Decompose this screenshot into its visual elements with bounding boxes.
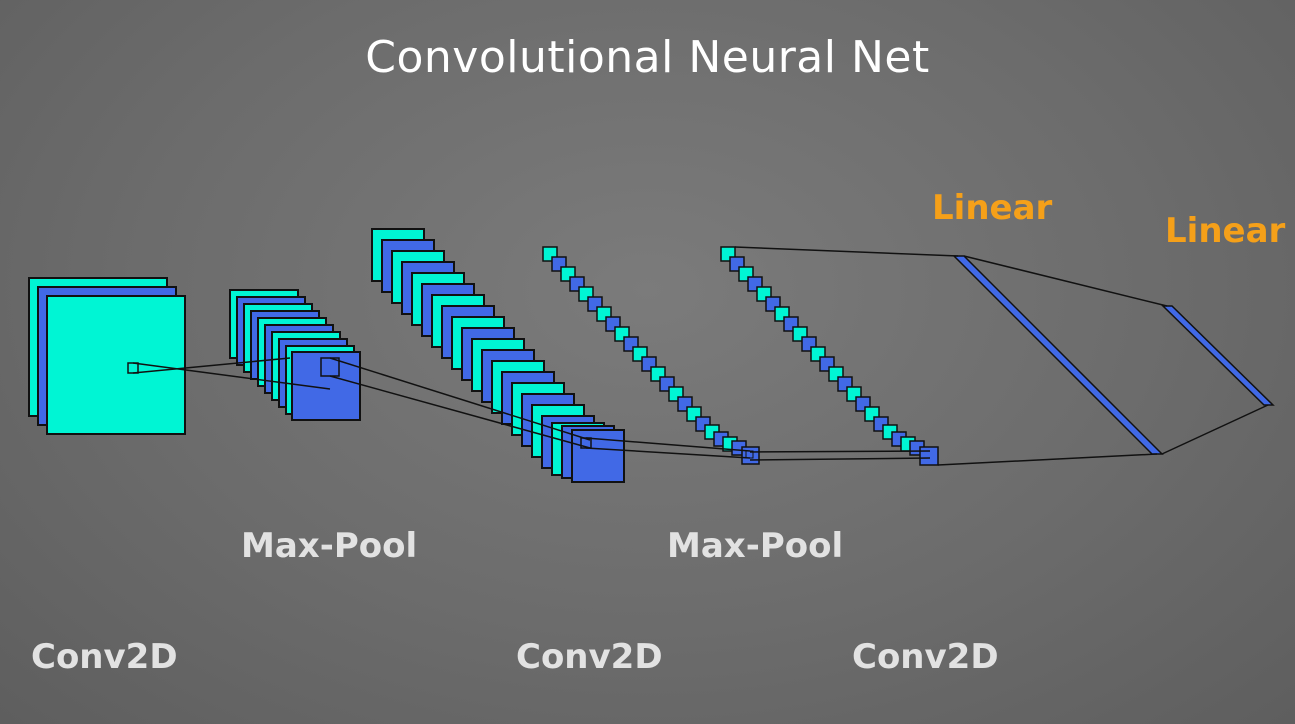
maxpool-label-1: Max-Pool — [241, 526, 418, 566]
conv2d-label-1: Conv2D — [31, 637, 178, 677]
conv2d-layer-1 — [28, 277, 186, 435]
connection-lines — [132, 246, 1269, 466]
conv2d-layer-3[interactable] — [720, 246, 939, 466]
linear-label-2: Linear — [1165, 211, 1286, 251]
maxpool-layer-1[interactable] — [229, 289, 361, 421]
maxpool-label-2: Max-Pool — [667, 526, 844, 566]
linear-layer-1[interactable] — [952, 255, 1164, 455]
linear-layer-2[interactable] — [1161, 305, 1275, 406]
conv2d-layer-2[interactable] — [371, 228, 625, 483]
conv2d-label-2: Conv2D — [516, 637, 663, 677]
diagram-title: Convolutional Neural Net — [365, 32, 930, 83]
conv2d-label-3: Conv2D — [852, 637, 999, 677]
linear-label-1: Linear — [932, 188, 1053, 228]
